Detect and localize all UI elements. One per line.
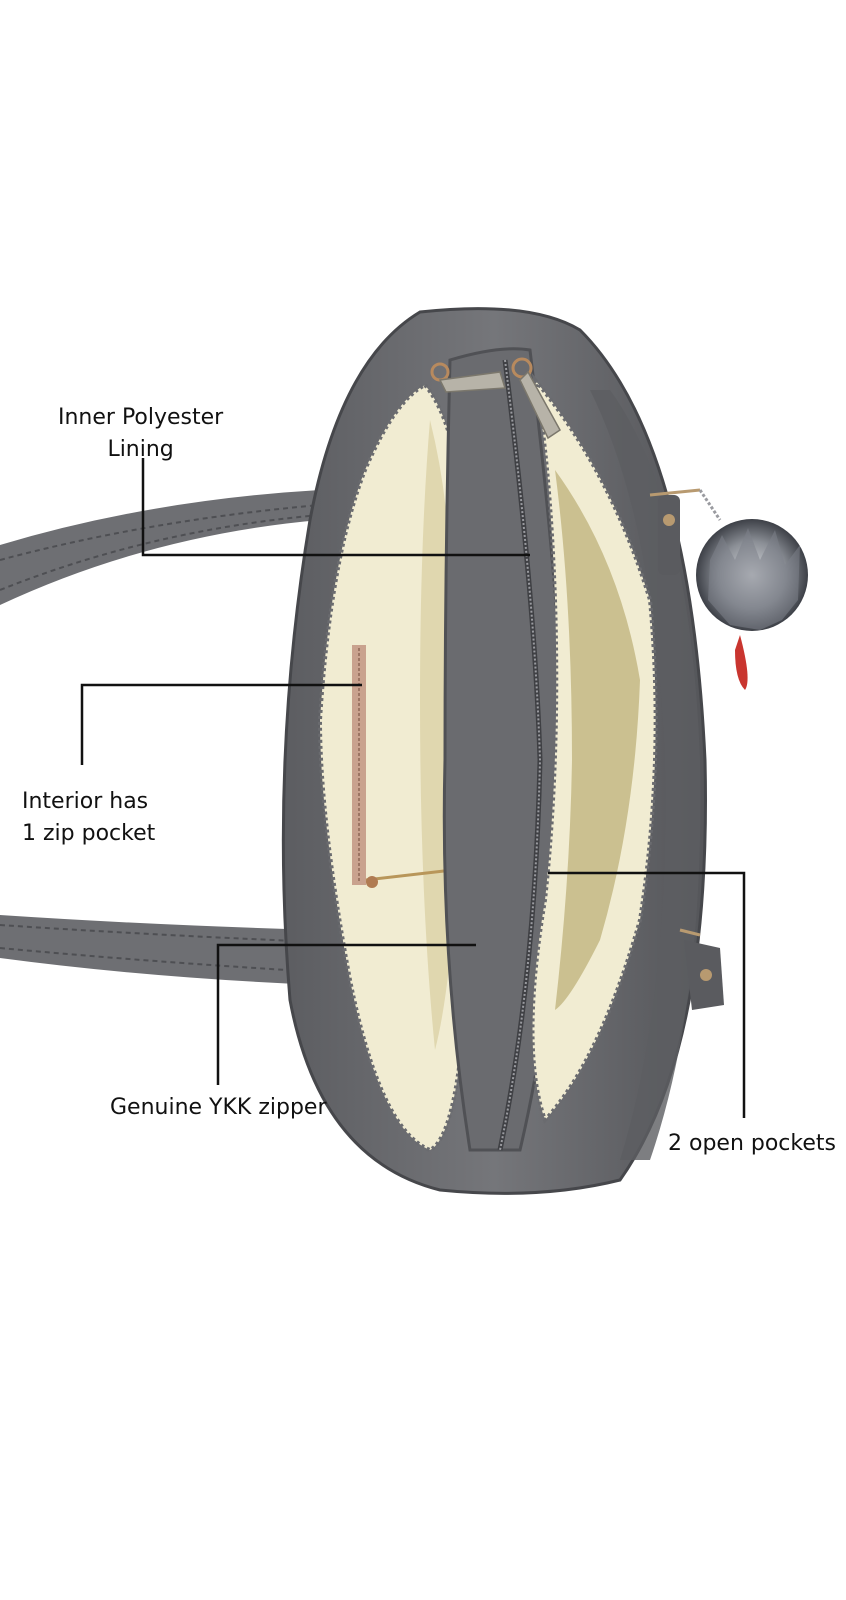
annotation-zip-pocket: Interior has 1 zip pocket: [22, 786, 155, 850]
annotation-text: Lining: [107, 437, 174, 462]
annotation-open-pockets: 2 open pockets: [668, 1131, 836, 1156]
annotation-ykk-zipper: Genuine YKK zipper: [110, 1095, 327, 1120]
bag-strap: [0, 915, 321, 985]
callout-line: [216, 943, 476, 1085]
fur-pompom-keychain-icon: [696, 489, 808, 690]
zipper-pull-icon: [430, 357, 561, 440]
callout-line: [141, 458, 530, 557]
annotation-text: Inner Polyester: [58, 405, 224, 430]
side-buckle-icon: [649, 488, 701, 575]
callout-line: [80, 683, 362, 765]
annotation-inner-lining: Inner Polyester Lining: [58, 402, 223, 466]
callout-line: [548, 871, 746, 1118]
side-buckle-icon: [679, 928, 724, 1010]
annotation-text: 1 zip pocket: [22, 821, 156, 846]
annotation-text: Interior has: [22, 789, 149, 814]
bag-strap: [0, 490, 321, 605]
